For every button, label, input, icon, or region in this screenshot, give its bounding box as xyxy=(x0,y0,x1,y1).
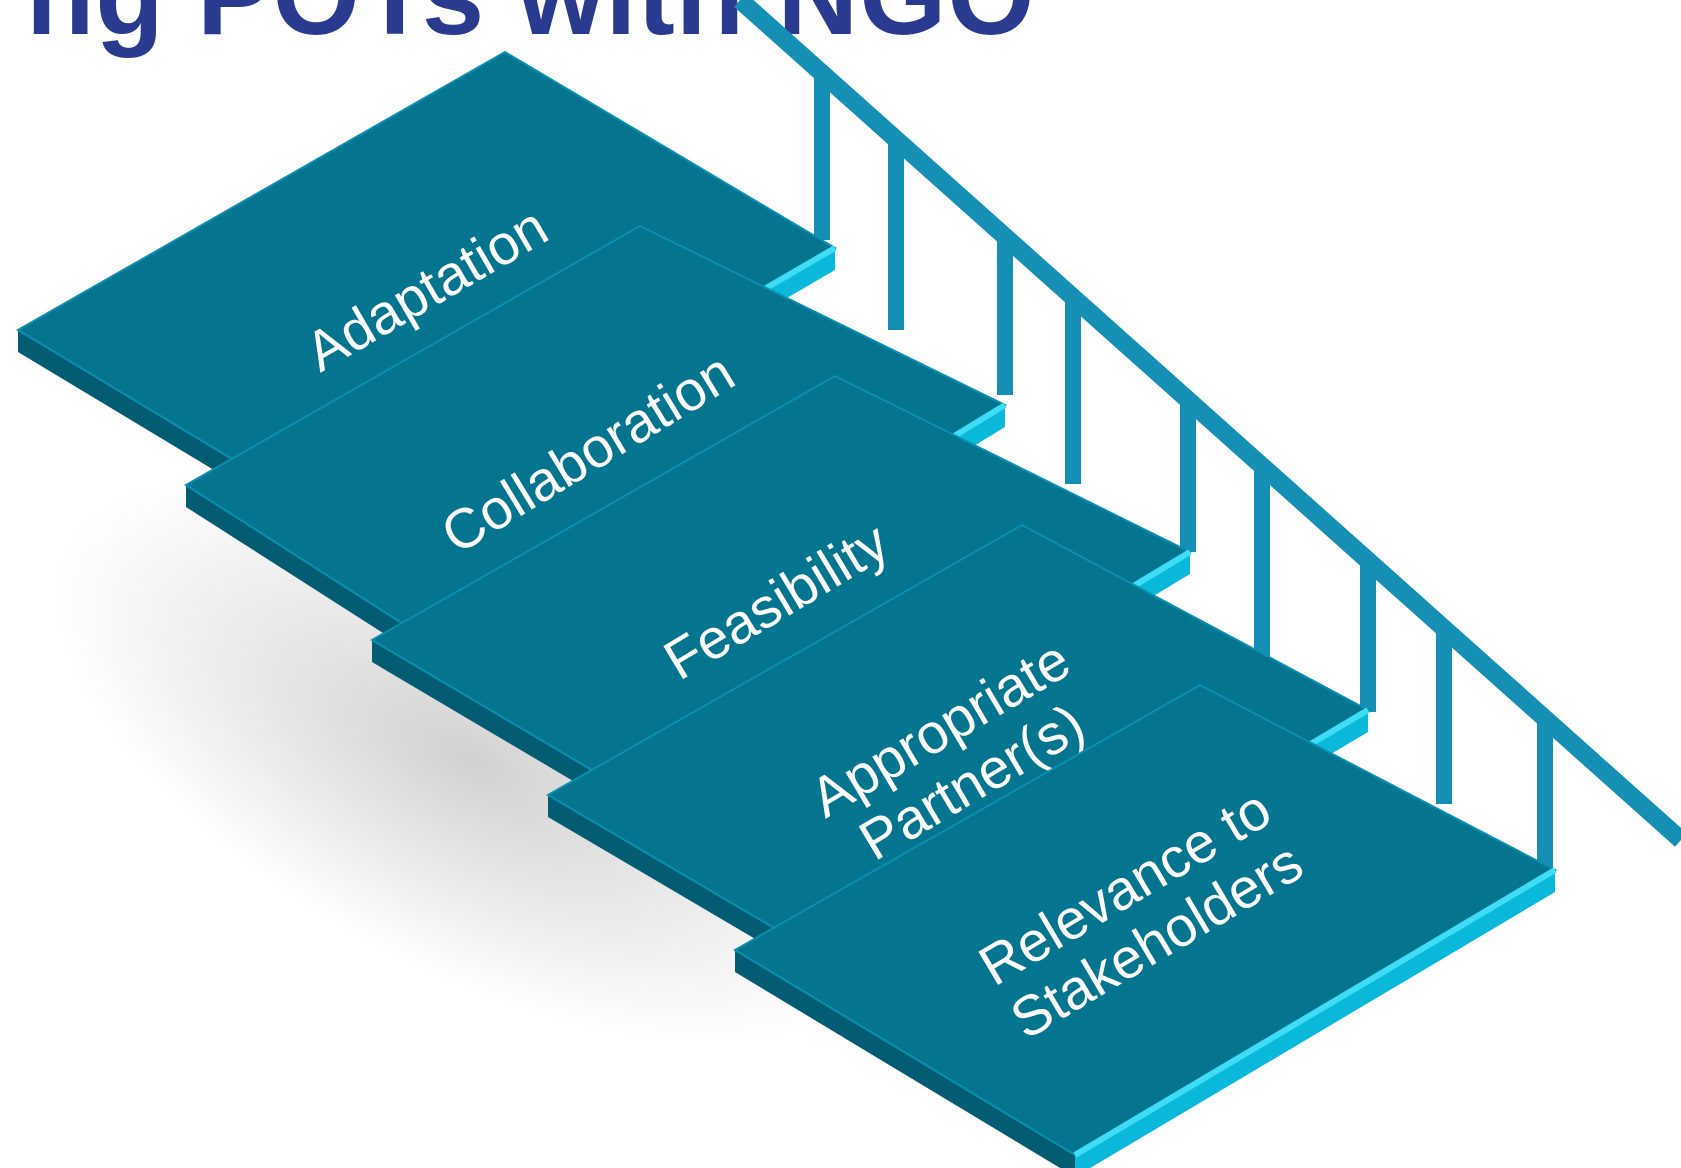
floor-shadow xyxy=(52,475,888,1045)
step-side-face xyxy=(735,950,1075,1168)
railing xyxy=(734,0,1681,870)
step-edge-highlight xyxy=(1073,867,1557,1158)
page-title: ng POTs with NGO xyxy=(26,0,1035,52)
steps: AdaptationCollaborationFeasibilityApprop… xyxy=(16,50,1558,1168)
step-5: Relevance toStakeholders xyxy=(733,683,1558,1168)
